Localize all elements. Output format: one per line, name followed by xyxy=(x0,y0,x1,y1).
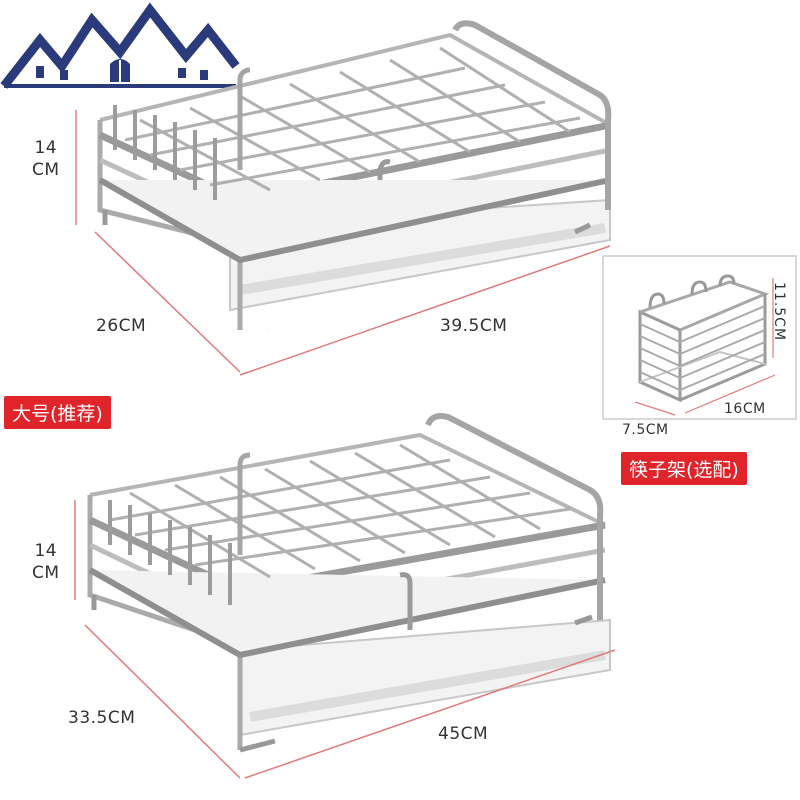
house-roofs-logo xyxy=(0,2,240,89)
xl-rack-depth-label: 33.5CM xyxy=(68,708,136,728)
xl-rack-height-value: 14 xyxy=(34,541,58,561)
xl-rack-height-label: 14 CM xyxy=(32,540,60,584)
large-size-recommended-tag: 大号(推荐) xyxy=(4,396,111,429)
xl-rack-height-unit: CM xyxy=(32,563,60,583)
xl-dish-rack-image xyxy=(87,413,611,753)
chopstick-holder-depth-label: 7.5CM xyxy=(622,422,669,438)
large-rack-depth-label: 26CM xyxy=(96,316,147,336)
large-dish-rack-image xyxy=(97,20,612,330)
large-rack-height-unit: CM xyxy=(32,160,60,180)
large-rack-height-label: 14 CM xyxy=(32,137,60,181)
large-rack-dimension-lines xyxy=(75,110,611,376)
xl-rack-width-label: 45CM xyxy=(438,724,489,744)
chopstick-holder-image xyxy=(638,274,770,402)
large-rack-height-value: 14 xyxy=(34,138,58,158)
large-rack-width-label: 39.5CM xyxy=(440,316,508,336)
chopstick-holder-width-label: 16CM xyxy=(724,401,766,417)
chopstick-holder-dimension-lines xyxy=(634,278,776,416)
chopstick-holder-height-label: 11.5CM xyxy=(771,282,787,342)
chopstick-holder-tag: 筷子架(选配) xyxy=(621,452,747,485)
